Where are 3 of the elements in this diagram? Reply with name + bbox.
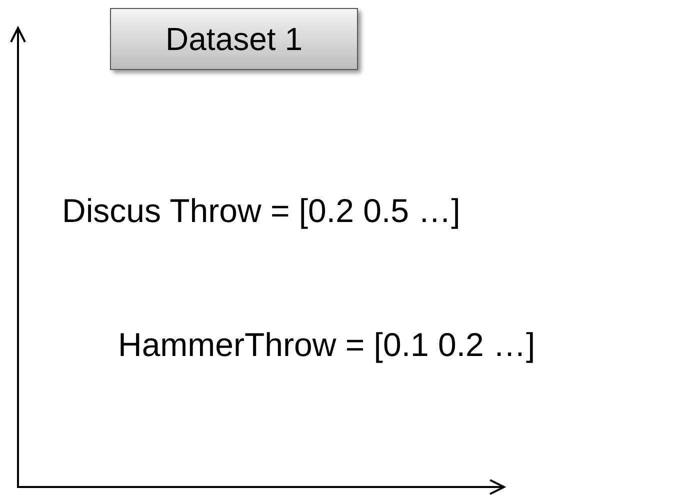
title-box: Dataset 1 xyxy=(110,8,358,70)
data-vector-label: HammerThrow = [0.1 0.2 …] xyxy=(118,325,536,365)
data-vector-label: Discus Throw = [0.2 0.5 …] xyxy=(62,191,460,231)
